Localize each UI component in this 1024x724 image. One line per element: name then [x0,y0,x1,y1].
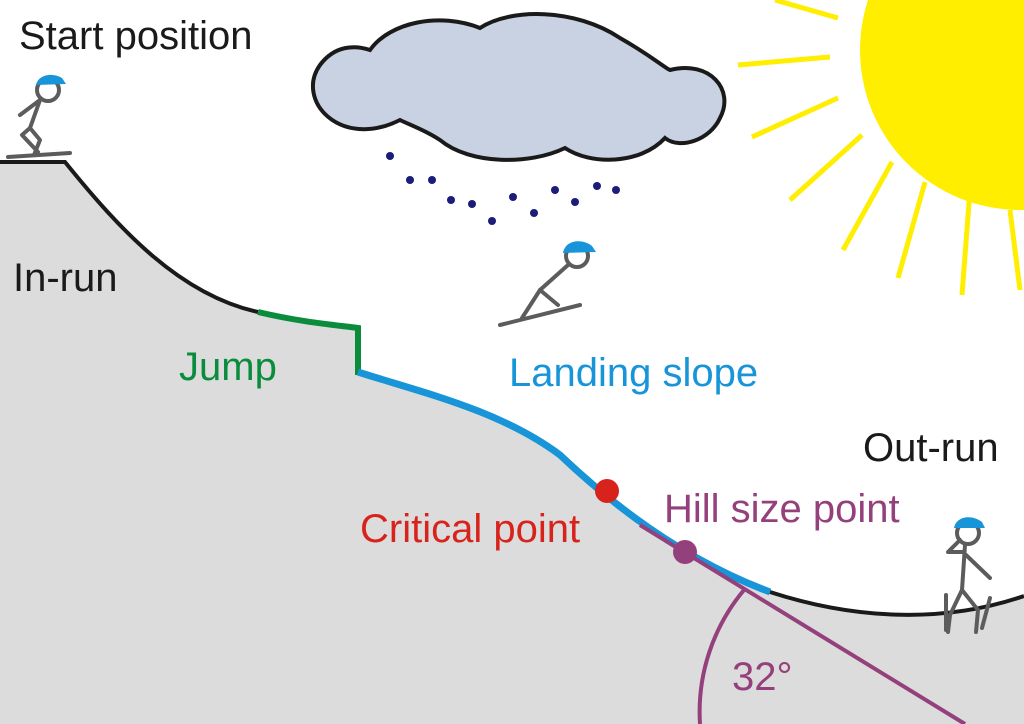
in-run-line [0,160,259,314]
hill-size-point-label: Hill size point [664,487,900,531]
snowflake-icon [509,193,517,201]
hill-size-point-marker [673,540,697,564]
in-run-label: In-run [13,256,118,300]
skier-icon [498,241,596,327]
landing-slope-label: Landing slope [509,351,759,395]
skier-icon [6,74,72,159]
critical-point-marker [595,479,619,503]
cloud-icon [311,12,727,162]
angle-arc [697,588,746,724]
sun-icon [737,0,1024,296]
snowflake-icon [428,176,436,184]
out-run-label: Out-run [863,426,999,470]
hill-ground [0,162,1024,724]
jump-line [257,309,361,375]
snow-particles [386,152,620,225]
snowflake-icon [488,217,496,225]
snowflake-icon [447,196,455,204]
critical-point-label: Critical point [360,507,581,551]
start-position-label: Start position [19,14,253,58]
out-run-line [769,590,1024,617]
snowflake-icon [593,182,601,190]
angle-label: 32° [732,655,793,699]
jump-label: Jump [179,345,277,389]
snowflake-icon [386,152,394,160]
snowflake-icon [468,200,476,208]
snowflake-icon [612,186,620,194]
skier-icon [944,517,992,634]
snowflake-icon [571,198,579,206]
snowflake-icon [551,186,559,194]
snowflake-icon [406,176,414,184]
snowflake-icon [530,209,538,217]
